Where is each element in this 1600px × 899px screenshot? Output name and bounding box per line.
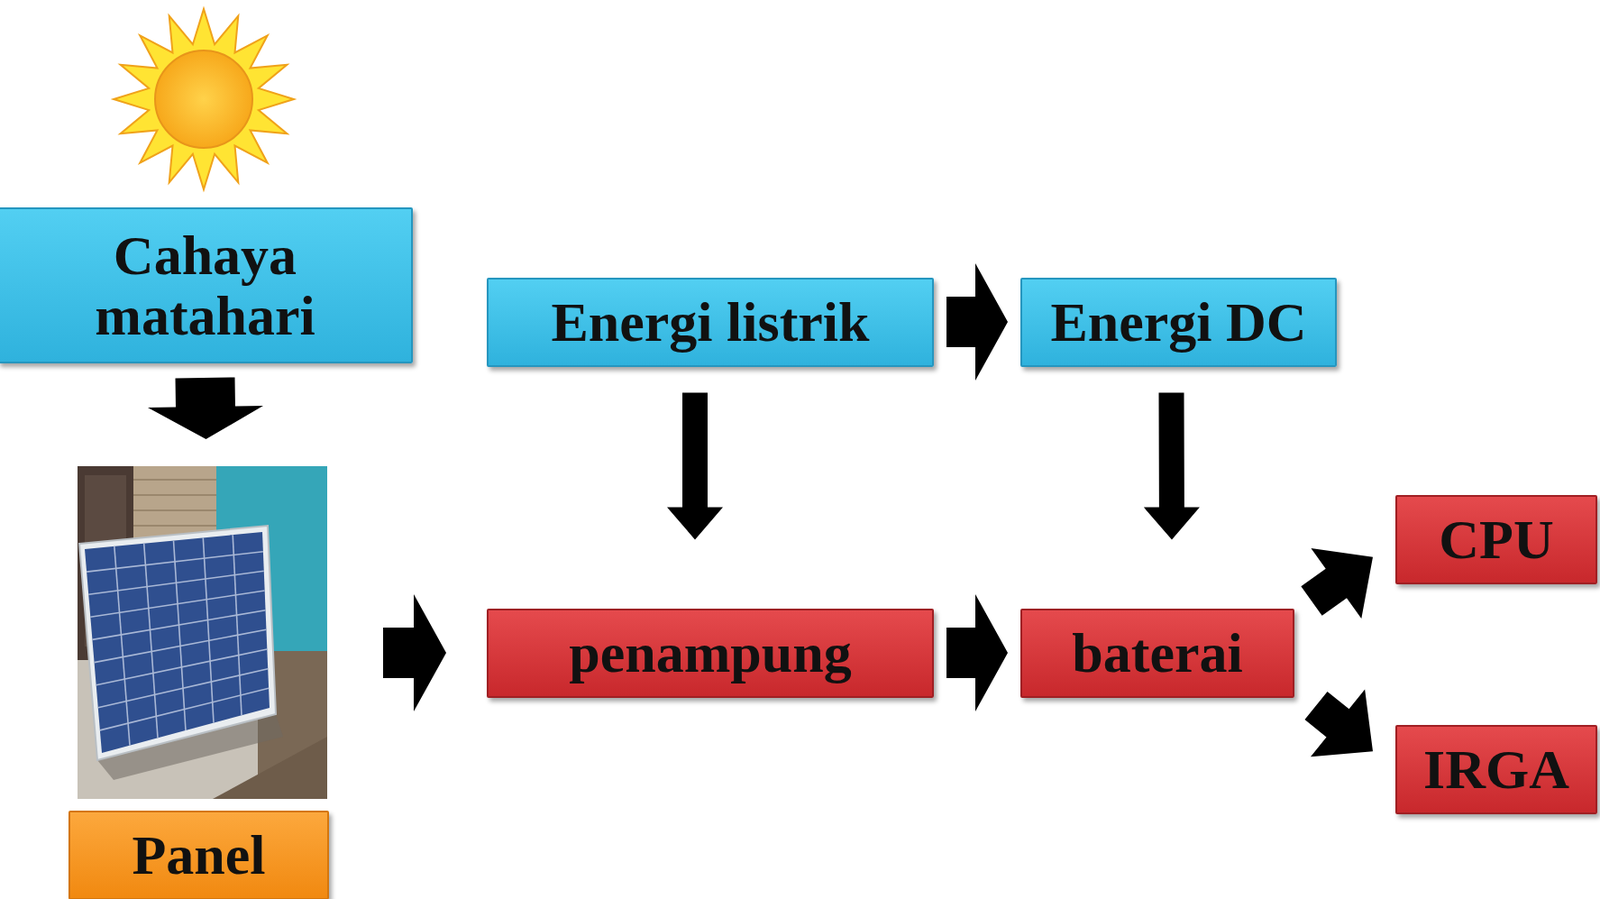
node-label: penampung xyxy=(568,622,852,684)
block-arrow xyxy=(946,594,1008,712)
block-arrow xyxy=(1304,688,1373,757)
solar-panel-photo xyxy=(77,466,328,799)
node-label: Cahaya matahari xyxy=(0,225,412,347)
block-arrow xyxy=(667,393,723,540)
node-label: CPU xyxy=(1438,509,1554,570)
node-label: baterai xyxy=(1071,622,1243,684)
process-box: Panel xyxy=(68,466,330,897)
block-arrow xyxy=(383,594,447,712)
sun-disc xyxy=(155,50,253,148)
process-box: Energi listrik xyxy=(486,277,934,367)
process-box: Energi DC xyxy=(1020,277,1337,367)
sun-icon xyxy=(0,0,415,203)
block-arrow xyxy=(1300,548,1373,619)
process-box: IRGA xyxy=(1395,724,1598,814)
process-box: Cahaya matahari xyxy=(0,207,413,364)
process-box: CPU xyxy=(1395,494,1598,585)
process-box: baterai xyxy=(1020,608,1295,698)
node-label: Energi listrik xyxy=(550,292,869,353)
node-label: IRGA xyxy=(1423,739,1570,800)
block-arrow xyxy=(147,377,264,439)
block-arrow xyxy=(946,263,1008,381)
label-bar: Panel xyxy=(68,810,330,899)
block-arrow xyxy=(1143,392,1200,540)
process-box: penampung xyxy=(486,608,934,698)
sun-rays xyxy=(113,9,294,190)
node-label: Panel xyxy=(131,824,266,886)
node-label: Energi DC xyxy=(1050,292,1307,353)
